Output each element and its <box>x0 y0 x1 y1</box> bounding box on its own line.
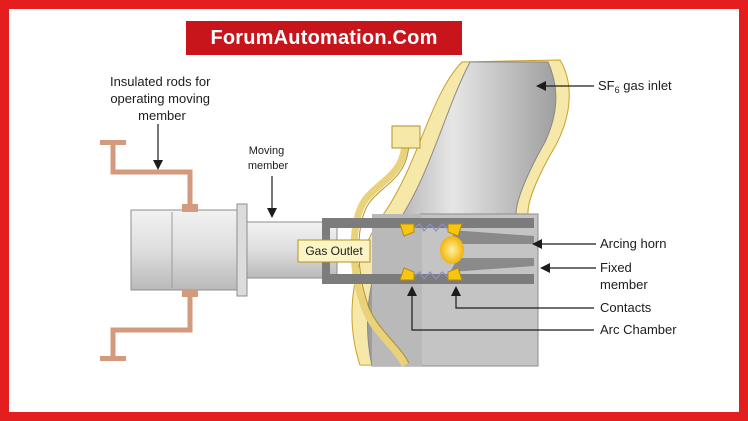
moving-member-pipe <box>130 209 242 291</box>
arc-chamber-label: Arc Chamber <box>600 322 677 337</box>
arcing-horn-label: Arcing horn <box>600 236 666 251</box>
gas-outlet-label: Gas Outlet <box>305 244 363 258</box>
sf6-gas-inlet-label: SF6 gas inlet <box>598 78 672 95</box>
fixed-member-wedge-top <box>450 230 534 244</box>
contact-bottom-right <box>447 267 463 281</box>
gas-tube-bottom <box>322 274 534 284</box>
spark-bottom <box>413 271 449 281</box>
contact-top-left <box>399 223 415 237</box>
gas-outlet-box <box>297 239 371 263</box>
contacts-label: Contacts <box>600 300 652 315</box>
insulated-rod-bottom <box>110 292 193 358</box>
moving-member-flange <box>236 203 248 297</box>
moving-member-label: Moving member <box>248 145 289 172</box>
contact-top-right <box>447 223 463 237</box>
insulated-rod-top <box>110 143 193 208</box>
fixed-member-wedge-bottom <box>450 258 534 272</box>
arc-glow <box>440 236 464 264</box>
insulation-cap <box>391 125 421 149</box>
contact-bottom-left <box>399 267 415 281</box>
insulated-rods-label: Insulated rods for operating moving memb… <box>110 74 214 123</box>
gas-tube-top <box>322 218 534 228</box>
site-banner: ForumAutomation.Com <box>186 21 462 55</box>
fixed-member-label: Fixed member <box>600 260 648 292</box>
spark-top <box>413 223 449 233</box>
